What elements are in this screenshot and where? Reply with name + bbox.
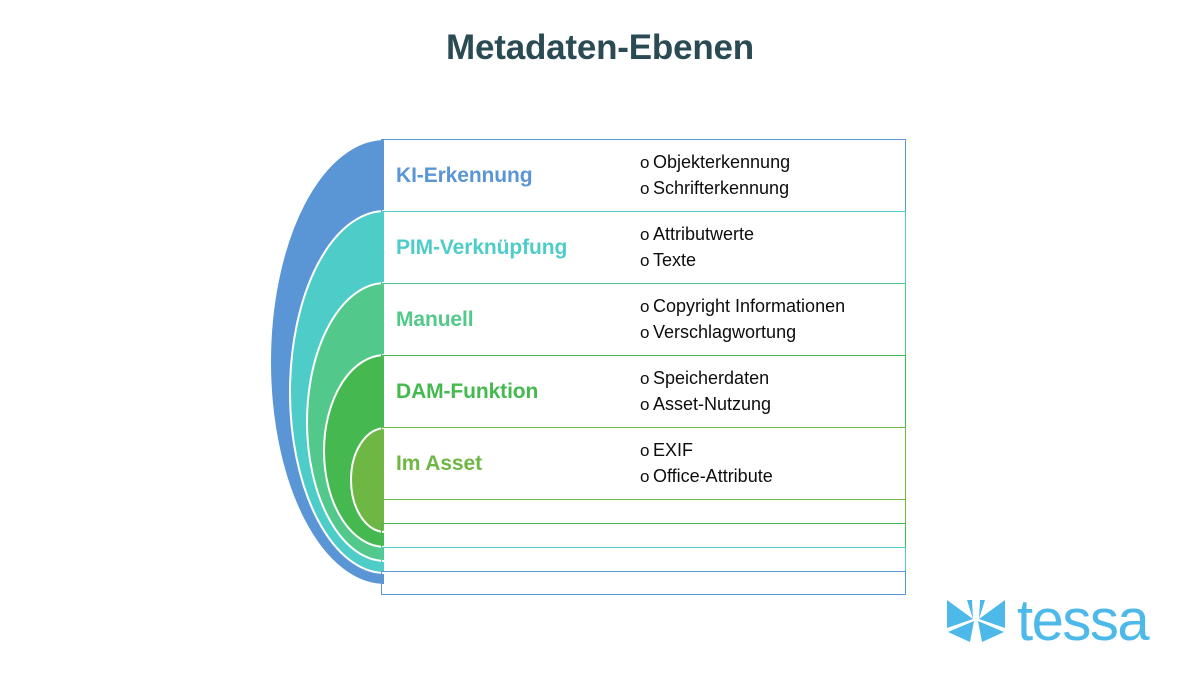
bullet-icon: o <box>640 250 650 270</box>
tessa-wordmark: tessa <box>1017 588 1150 653</box>
bullet-icon: o <box>640 394 650 414</box>
tessa-logo: tessa <box>945 588 1150 653</box>
ring-im-asset <box>350 426 386 534</box>
row-label: DAM-Funktion <box>396 379 539 403</box>
list-item-label: Attributwerte <box>653 223 755 244</box>
bullet-icon: o <box>640 224 650 244</box>
row-label: KI-Erkennung <box>396 163 533 187</box>
list-item-label: Schrifterkennung <box>653 177 790 198</box>
bullet-icon: o <box>640 322 650 342</box>
list-item-label: Verschlagwortung <box>653 321 797 342</box>
bullet-icon: o <box>640 368 650 388</box>
table-row-spacer <box>381 523 906 547</box>
bullet-icon: o <box>640 152 650 172</box>
list-item-label: Texte <box>653 249 697 270</box>
row-label: Manuell <box>396 307 474 331</box>
tessa-butterfly-mark <box>947 600 1005 642</box>
ring-dam-funktion <box>323 353 386 549</box>
ring-pim-verknuepfung <box>289 209 386 575</box>
list-item-label: Speicherdaten <box>653 367 770 388</box>
ring-ki-erkennung <box>269 137 386 587</box>
table-row-spacer <box>381 571 906 595</box>
row-label: PIM-Verknüpfung <box>396 235 568 259</box>
bullet-icon: o <box>640 178 650 198</box>
list-item-label: Copyright Informationen <box>653 295 846 316</box>
list-item-label: Office-Attribute <box>653 465 773 486</box>
bullet-icon: o <box>640 440 650 460</box>
row-label: Im Asset <box>396 451 482 475</box>
list-item-label: Objekterkennung <box>653 151 791 172</box>
list-item-label: Asset-Nutzung <box>653 393 772 414</box>
page-title: Metadaten-Ebenen <box>446 28 754 67</box>
table-row-spacer <box>381 547 906 571</box>
list-item-label: EXIF <box>653 439 694 460</box>
ring-manuell <box>306 281 386 563</box>
table-row-spacer <box>381 499 906 523</box>
bullet-icon: o <box>640 466 650 486</box>
bullet-icon: o <box>640 296 650 316</box>
